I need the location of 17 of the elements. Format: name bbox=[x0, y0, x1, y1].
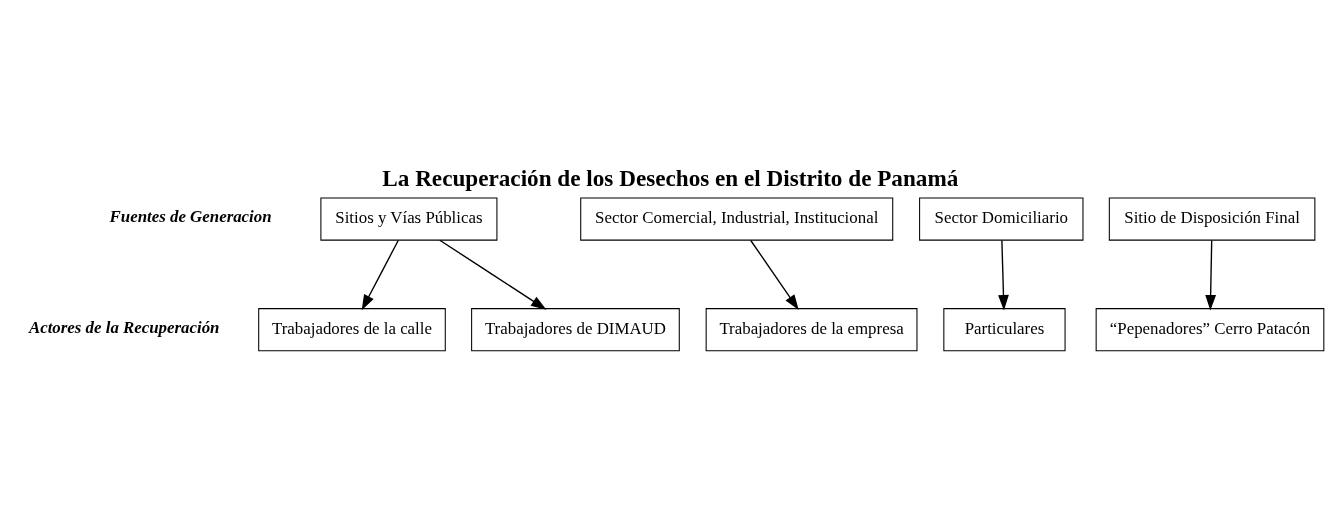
diagram-title: La Recuperación de los Desechos en el Distrito de Panamá bbox=[382, 164, 959, 191]
node-box: Sitios y Vías Públicas bbox=[320, 197, 498, 241]
node-box: Trabajadores de la calle bbox=[258, 308, 446, 352]
node-box: Trabajadores de la empresa bbox=[705, 308, 918, 352]
node-box: Sector Domiciliario bbox=[919, 197, 1084, 241]
label: Actores de la Recuperación bbox=[28, 317, 220, 337]
node-box: Particulares bbox=[943, 308, 1066, 352]
node-box: Trabajadores de DIMAUD bbox=[471, 308, 680, 352]
node-box: Sector Comercial, Industrial, Institucional bbox=[580, 197, 894, 241]
node-box: “Pepenadores” Cerro Patacón bbox=[1095, 308, 1325, 352]
label: Fuentes de Generacion bbox=[109, 206, 272, 226]
arrow bbox=[1205, 239, 1217, 311]
arrow bbox=[439, 239, 547, 310]
arrow bbox=[750, 239, 799, 311]
node-box: Sitio de Disposición Final bbox=[1108, 197, 1316, 241]
arrow bbox=[998, 239, 1009, 311]
arrow bbox=[361, 239, 399, 311]
